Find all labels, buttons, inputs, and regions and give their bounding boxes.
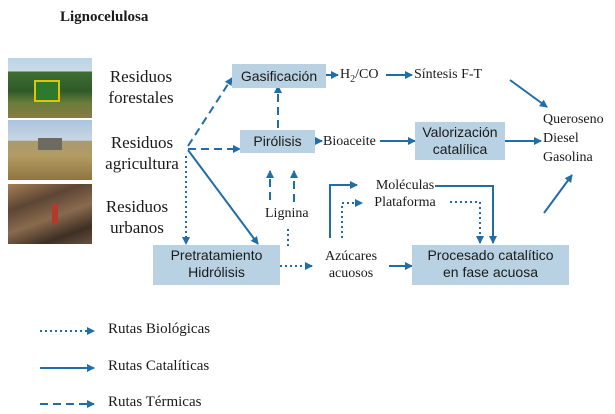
arrow-moleculas-to-procesado-solid: [435, 185, 497, 244]
box-gasificacion: Gasificación: [232, 64, 326, 88]
arrow-azucares-to-plataforma-dotted: [341, 199, 363, 238]
urban-residue-photo: [8, 184, 92, 244]
label-sintesis: Síntesis F-T: [414, 67, 483, 82]
agricultural-residue-photo: [8, 120, 92, 180]
box-pirolisis: Pirólisis: [240, 130, 315, 153]
arrow-azucares-to-moleculas: [329, 181, 358, 238]
arrow-agri-to-pretratamiento: [187, 149, 259, 245]
legend-catalytic-label: Rutas Catalíticas: [108, 358, 210, 374]
diagram-title: Lignocelulosa: [60, 9, 149, 25]
forest-residue-photo: [8, 58, 92, 118]
arrow-sintesis-to-products: [509, 79, 548, 108]
label-bioaceite: Bioaceite: [323, 134, 376, 149]
legend-thermal-label: Rutas Térmicas: [108, 394, 202, 410]
legend-biological-label: Rutas Biológicas: [108, 321, 211, 337]
arrow-agri-to-gasificacion: [187, 77, 233, 147]
arrow-plataforma-to-procesado-dotted: [450, 201, 484, 244]
label-lignina: Lignina: [265, 206, 309, 221]
label-h2co: H2/CO: [340, 67, 379, 85]
arrow-procesado-to-products: [543, 174, 573, 214]
